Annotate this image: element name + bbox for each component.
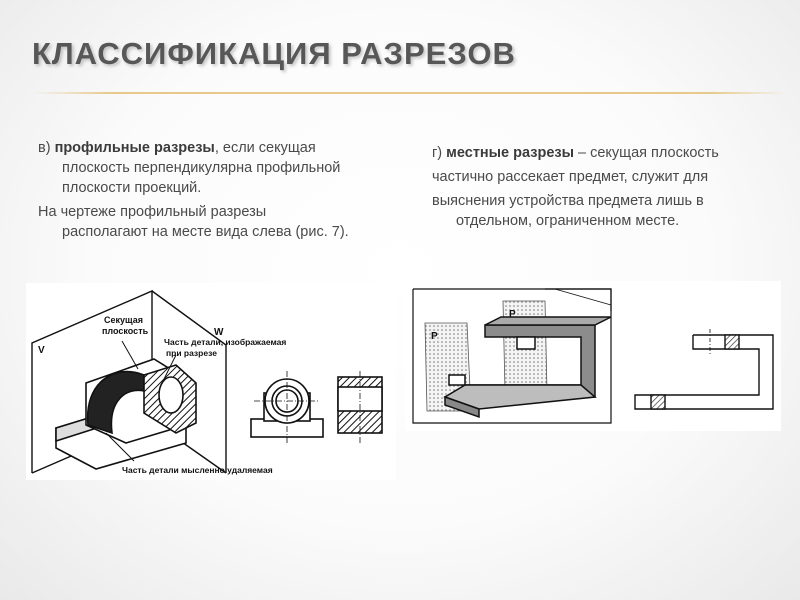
section-view: [337, 371, 383, 443]
profile-line-1: в) профильные разрезы, если секущая: [38, 140, 316, 156]
label-plane-2: плоскость: [102, 326, 149, 336]
local-line-1: г) местные разрезы – секущая плоскость: [432, 145, 719, 161]
local-term: местные разрезы: [446, 145, 574, 161]
label-w: W: [214, 327, 224, 338]
label-part-1: Часть детали, изображаемая: [164, 337, 286, 347]
profile-term: профильные разрезы: [54, 140, 215, 156]
leader-lines: [105, 340, 177, 462]
profile-section-drawing: Секущая плоскость Часть детали, изобража…: [31, 289, 383, 475]
label-p-left: P: [431, 331, 438, 342]
label-plane: Секущая: [104, 315, 143, 325]
local-line-4: отдельном, ограниченном месте.: [456, 213, 680, 229]
slide-title: КЛАССИФИКАЦИЯ РАЗРЕЗОВ: [32, 36, 516, 71]
label-p-right: P: [509, 309, 516, 320]
local-box-frame: [412, 288, 612, 424]
local-ortho-view: [634, 329, 774, 410]
bearing-block: [55, 358, 197, 470]
local-section-text: г) местные разрезы – секущая плоскость ч…: [432, 143, 782, 231]
channel-part: [443, 316, 612, 419]
local-line-2: частично рассекает предмет, служит для: [432, 169, 709, 185]
profile-section-figure: Секущая плоскость Часть детали, изобража…: [26, 283, 396, 480]
front-view: [250, 371, 324, 443]
local-section-figure: P P: [405, 281, 781, 431]
local-section-drawing: P P: [412, 288, 774, 424]
profile-line-4: На чертеже профильный разрезы: [38, 204, 267, 220]
profile-line-3: плоскости проекций.: [62, 180, 202, 196]
profile-section-text: в) профильные разрезы, если секущая плос…: [38, 138, 398, 242]
title-underline: [34, 92, 786, 94]
label-v: V: [38, 345, 45, 356]
label-part-2: при разрезе: [166, 348, 217, 358]
local-line-3: выяснения устройства предмета лишь в: [432, 193, 704, 209]
profile-line-5: располагают на месте вида слева (рис. 7)…: [62, 224, 349, 240]
profile-line-2: плоскость перпендикулярна профильной: [62, 160, 341, 176]
label-removed: Часть детали мысленно удаляемая: [122, 465, 273, 475]
